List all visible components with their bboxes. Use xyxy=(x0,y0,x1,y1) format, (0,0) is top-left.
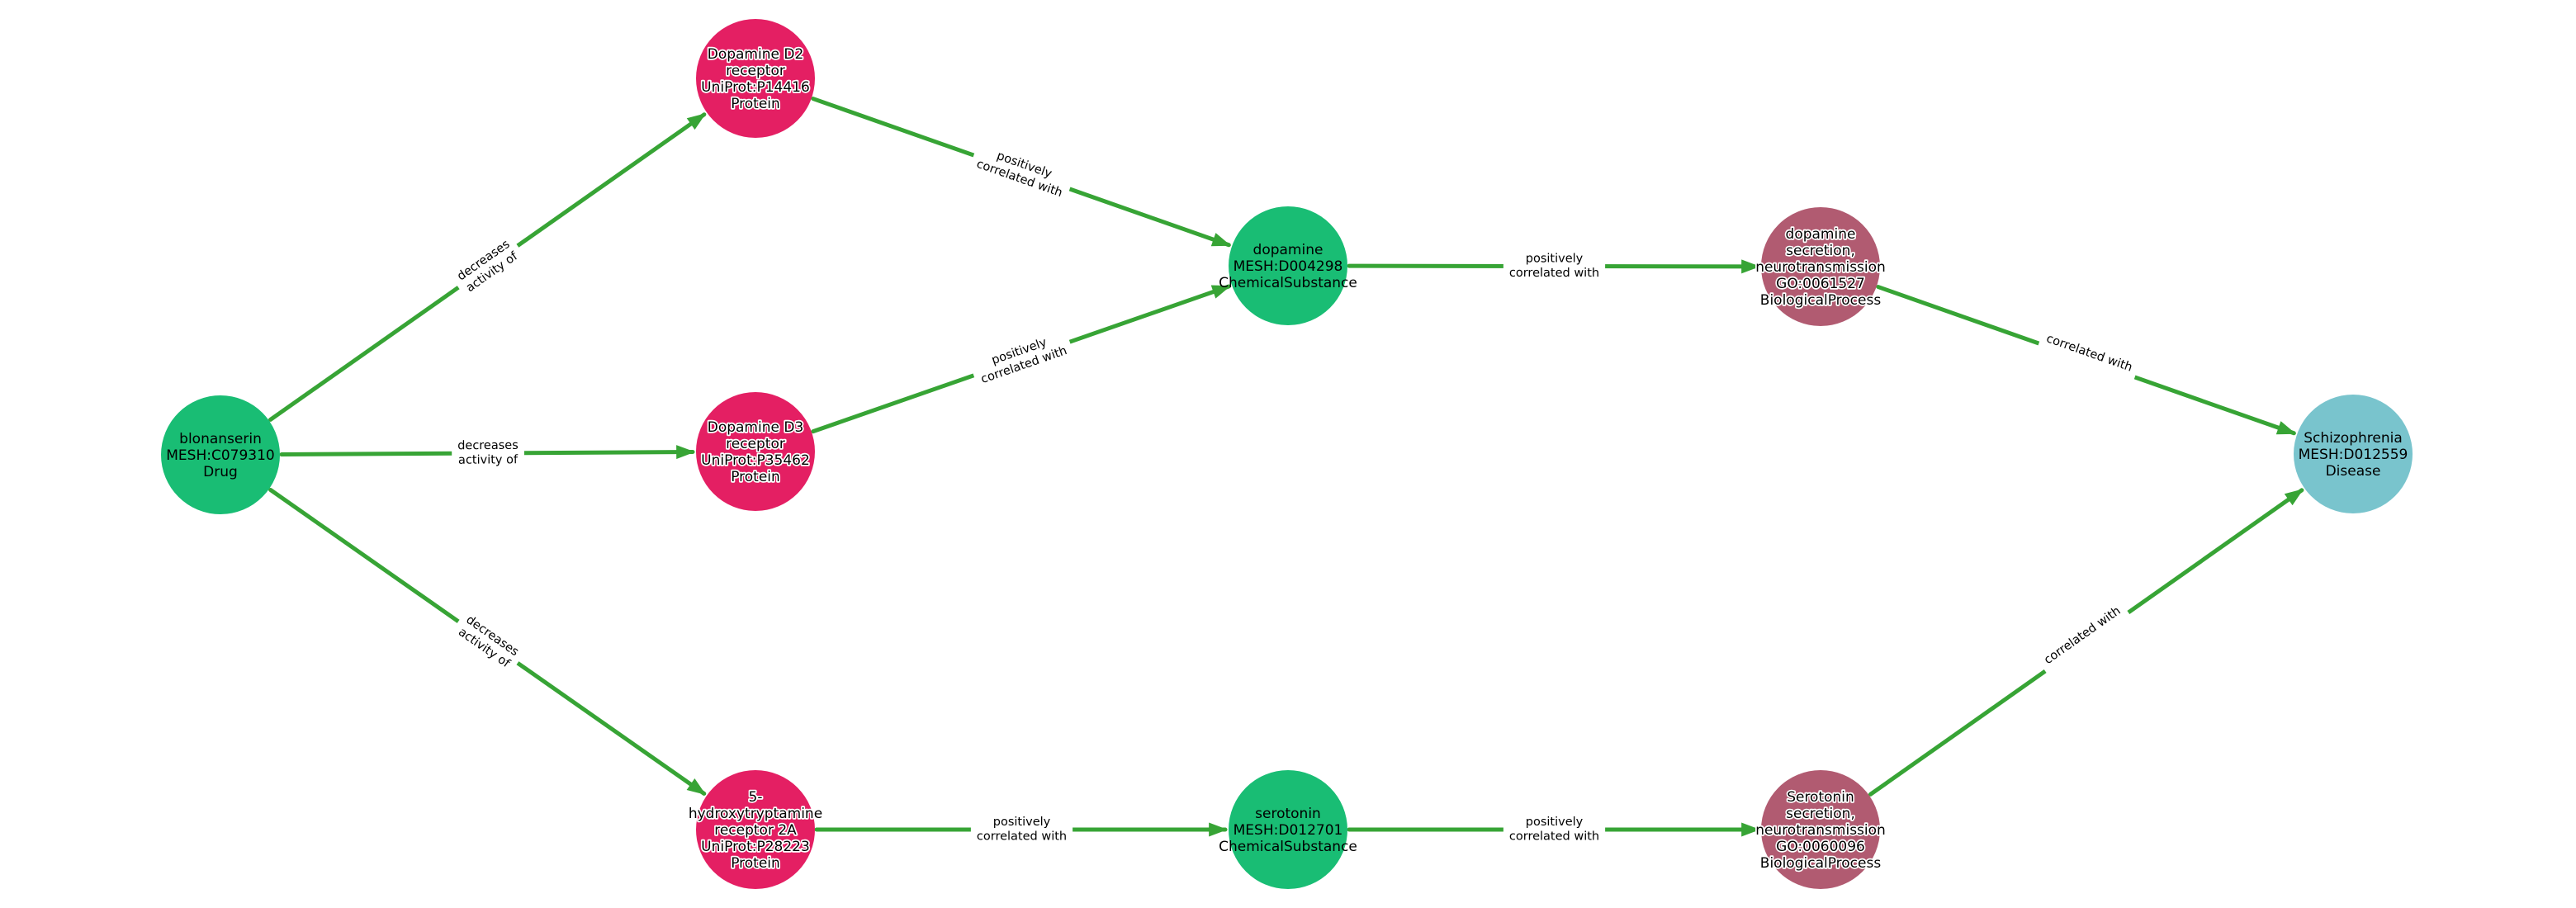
node-circle-5-hydroxytryptamine-receptor-2a[interactable] xyxy=(696,770,815,889)
edge-label-dopamine-secretion-neurotransmission--schizophrenia: correlated with xyxy=(2035,329,2140,386)
edge-label-text: correlated with xyxy=(1509,267,1599,280)
edge-label-text: positively xyxy=(1526,816,1584,829)
node-circle-dopamine[interactable] xyxy=(1229,206,1347,325)
edge-label-backing xyxy=(449,233,527,300)
edge-label-backing xyxy=(452,437,525,469)
edge-label-serotonin-secretion-neurotransmission--schizophrenia: correlated with xyxy=(2036,599,2134,679)
edge-label-text: positively xyxy=(993,816,1051,829)
edge-label-backing xyxy=(2036,599,2134,679)
node-circle-dopamine-d2-receptor[interactable] xyxy=(696,19,815,138)
node-circle-blonanserin[interactable] xyxy=(161,395,280,514)
edge-label-backing xyxy=(968,327,1075,390)
edge-label-backing xyxy=(1503,250,1606,282)
edge-label-backing xyxy=(2035,329,2140,386)
node-dopamine-secretion-neurotransmission[interactable]: dopaminesecretion,neurotransmissionGO:00… xyxy=(1754,207,1887,326)
edge-label-backing xyxy=(970,814,1073,845)
edge-label-dopamine--dopamine-secretion-neurotransmission: positively correlated with xyxy=(1503,250,1606,282)
edge-label-text: positively xyxy=(1526,252,1584,265)
node-circle-serotonin-secretion-neurotransmission[interactable] xyxy=(1761,770,1880,889)
node-serotonin-secretion-neurotransmission[interactable]: Serotoninsecretion,neurotransmissionGO:0… xyxy=(1754,770,1887,889)
edge-label-text: activity of xyxy=(458,453,519,466)
edge-label-backing xyxy=(1503,814,1606,845)
edge-label-text: correlated with xyxy=(1509,830,1599,844)
edge-label-text: correlated with xyxy=(977,830,1067,844)
node-circle-schizophrenia[interactable] xyxy=(2294,395,2413,513)
node-circle-dopamine-d3-receptor[interactable] xyxy=(696,392,815,511)
node-circle-dopamine-secretion-neurotransmission[interactable] xyxy=(1761,207,1880,326)
edge-label-backing xyxy=(449,608,527,676)
edge-label-text: decreases xyxy=(457,439,519,452)
edge-label-backing xyxy=(968,140,1075,204)
node-circle-serotonin[interactable] xyxy=(1229,770,1347,889)
